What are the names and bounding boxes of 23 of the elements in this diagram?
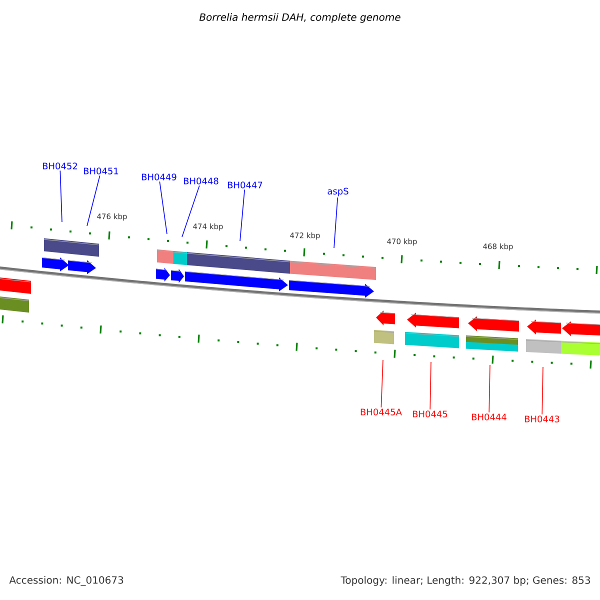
leader-line bbox=[334, 197, 338, 248]
gene-label: BH0448 bbox=[184, 178, 218, 184]
leader-line bbox=[86, 175, 100, 226]
gene-label: aspS bbox=[328, 188, 348, 196]
gene-label: BH0449 bbox=[142, 174, 176, 180]
gene-label: BH0447 bbox=[228, 182, 262, 188]
title: Borrelia hermsii DAH, complete genome bbox=[199, 13, 400, 23]
leader-line bbox=[60, 170, 62, 222]
leader-line bbox=[430, 362, 432, 410]
leader-line bbox=[380, 360, 384, 408]
leader-line bbox=[488, 364, 490, 413]
leader-line bbox=[159, 181, 168, 234]
leader-line bbox=[240, 189, 245, 242]
gene-label: BH0444 bbox=[472, 414, 506, 420]
gene-label: BH0445 bbox=[412, 410, 448, 418]
gene-label: BH0452 bbox=[42, 162, 78, 170]
leader-line bbox=[182, 185, 200, 238]
gene-label: BH0443 bbox=[524, 416, 560, 422]
info-text: Accession: NC_010673 bbox=[9, 576, 124, 586]
leader-line bbox=[542, 366, 544, 415]
gene-label: BH0451 bbox=[84, 168, 118, 174]
info-text: Topology: linear; Length: 922,307 bp; Genes: 853 bbox=[340, 576, 590, 586]
gene-label: BH0445A bbox=[360, 408, 402, 416]
